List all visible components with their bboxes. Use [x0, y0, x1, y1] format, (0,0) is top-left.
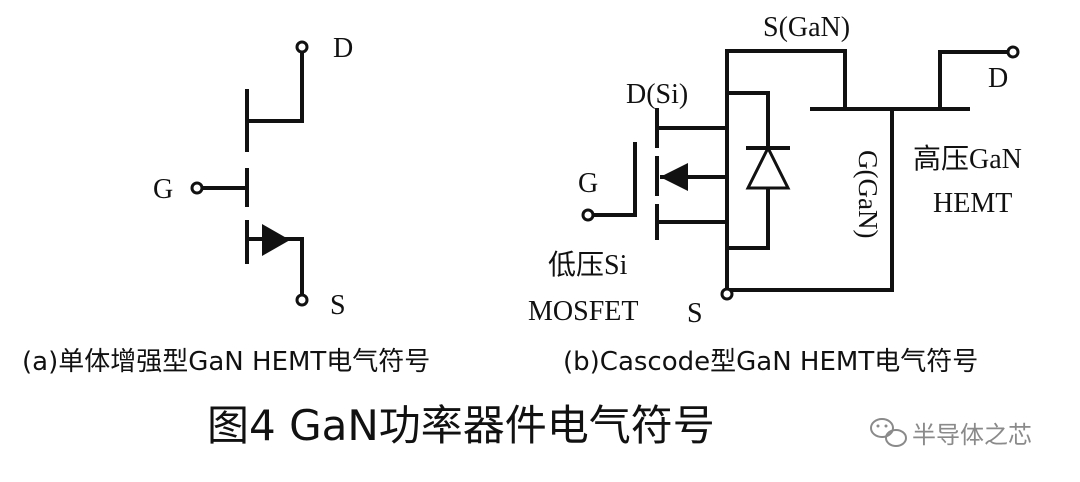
a-label-d: D	[333, 33, 353, 64]
b-gan-drain-wire	[938, 50, 1012, 109]
a-source-terminal	[295, 293, 309, 307]
b-label-hemt-line2: HEMT	[933, 188, 1012, 219]
b-label-d: D	[988, 63, 1008, 94]
a-label-s: S	[330, 290, 346, 321]
a-gate-terminal	[190, 181, 204, 195]
b-label-si-line1: 低压Si	[548, 249, 628, 281]
watermark: 半导体之芯	[870, 418, 1032, 449]
a-drain-wire	[245, 50, 304, 123]
symbol-a-gan-hemt: D G S	[153, 33, 353, 321]
b-gate-terminal	[581, 208, 595, 222]
b-label-hemt-line1: 高压GaN	[913, 143, 1022, 175]
b-label-sgan: S(GaN)	[763, 12, 850, 43]
b-ggan-wire	[725, 109, 894, 292]
b-si-gate-plate	[590, 142, 637, 217]
b-label-g: G	[578, 168, 598, 199]
b-si-arrow	[660, 163, 688, 191]
watermark-text: 半导体之芯	[912, 421, 1032, 449]
a-label-g: G	[153, 174, 173, 205]
b-source-terminal	[720, 287, 734, 301]
b-drain-terminal	[1006, 45, 1020, 59]
caption-a: (a)单体增强型GaN HEMT电气符号	[22, 347, 430, 377]
caption-b: (b)Cascode型GaN HEMT电气符号	[563, 347, 978, 377]
b-label-dsi: D(Si)	[626, 79, 688, 110]
b-label-ggan: G(GaN)	[853, 150, 883, 238]
a-arrow	[262, 224, 290, 256]
b-label-s: S	[687, 298, 703, 329]
wechat-icon	[870, 418, 907, 447]
symbol-b-cascode: S(GaN) D(Si) D G G(GaN) 高压GaN HEMT 低压Si …	[528, 12, 1022, 329]
b-sgan-wire	[725, 49, 847, 292]
figure-title: 图4 GaN功率器件电气符号	[207, 401, 715, 450]
b-diode-triangle	[745, 144, 791, 190]
b-label-si-line2: MOSFET	[528, 296, 638, 327]
a-drain-terminal	[295, 40, 309, 54]
